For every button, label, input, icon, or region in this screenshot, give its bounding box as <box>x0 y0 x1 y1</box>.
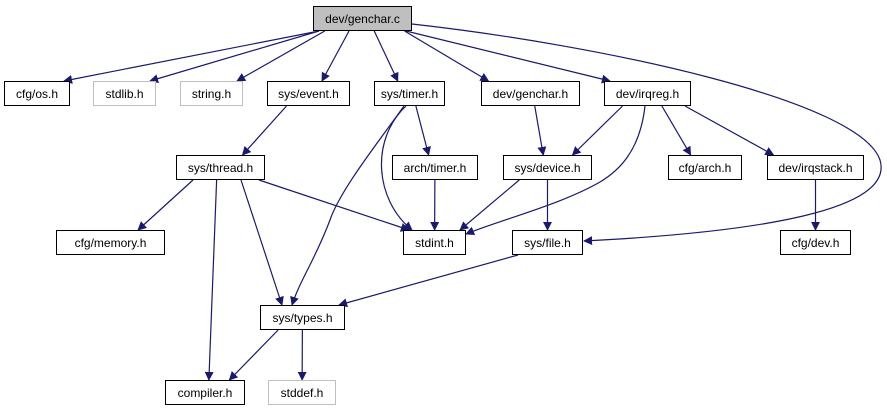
edge-genchar-c-to-cfg-os <box>63 30 320 84</box>
node-sys-timer[interactable]: sys/timer.h <box>374 81 445 106</box>
edge-sys-types-to-compiler <box>228 329 279 381</box>
edge-sys-thread-to-cfg-memory <box>137 179 194 231</box>
node-dev-irqreg[interactable]: dev/irqreg.h <box>604 81 691 106</box>
node-sys-file[interactable]: sys/file.h <box>512 230 583 255</box>
edge-dev-genchar-h-to-sys-device <box>534 105 547 156</box>
edge-genchar-c-to-sys-event <box>321 30 350 82</box>
node-stdlib[interactable]: stdlib.h <box>93 81 156 106</box>
node-cfg-os[interactable]: cfg/os.h <box>4 81 70 106</box>
edge-genchar-c-to-sys-file <box>411 23 882 246</box>
node-genchar-c[interactable]: dev/genchar.c <box>313 6 412 31</box>
node-dev-irqstack[interactable]: dev/irqstack.h <box>767 155 864 180</box>
node-stdint[interactable]: stdint.h <box>403 230 466 255</box>
edge-genchar-c-to-sys-timer <box>373 30 399 82</box>
edge-genchar-c-to-dev-irqreg <box>405 30 611 84</box>
node-arch-timer[interactable]: arch/timer.h <box>392 155 478 180</box>
edge-sys-thread-to-sys-types <box>240 179 284 306</box>
edge-genchar-c-to-string <box>236 30 326 82</box>
edge-dev-irqreg-to-cfg-arch <box>661 105 692 156</box>
node-cfg-memory[interactable]: cfg/memory.h <box>56 230 165 255</box>
edge-sys-thread-to-stdint <box>258 179 410 232</box>
edge-sys-device-to-stdint <box>459 179 520 231</box>
edge-sys-timer-to-sys-types <box>290 105 405 306</box>
edge-sys-file-to-sys-types <box>338 254 519 308</box>
node-cfg-arch[interactable]: cfg/arch.h <box>668 155 742 180</box>
node-stddef[interactable]: stddef.h <box>268 380 336 405</box>
edge-dev-irqreg-to-stdint <box>465 105 646 236</box>
edge-genchar-c-to-stdlib <box>149 30 320 84</box>
edge-dev-irqreg-to-dev-irqstack <box>684 105 775 156</box>
node-sys-thread[interactable]: sys/thread.h <box>176 155 265 180</box>
node-sys-device[interactable]: sys/device.h <box>503 155 592 180</box>
edge-sys-timer-to-arch-timer <box>415 105 431 156</box>
edge-dev-irqreg-to-sys-device <box>571 105 623 156</box>
node-dev-genchar-h[interactable]: dev/genchar.h <box>481 81 580 106</box>
node-sys-types[interactable]: sys/types.h <box>260 305 345 330</box>
edge-genchar-c-to-dev-genchar-h <box>404 30 490 82</box>
node-sys-event[interactable]: sys/event.h <box>267 81 350 106</box>
node-string[interactable]: string.h <box>180 81 243 106</box>
edge-sys-event-to-sys-thread <box>241 105 287 156</box>
edge-sys-thread-to-compiler <box>204 179 218 381</box>
node-compiler[interactable]: compiler.h <box>165 380 245 405</box>
node-cfg-dev[interactable]: cfg/dev.h <box>780 230 851 255</box>
